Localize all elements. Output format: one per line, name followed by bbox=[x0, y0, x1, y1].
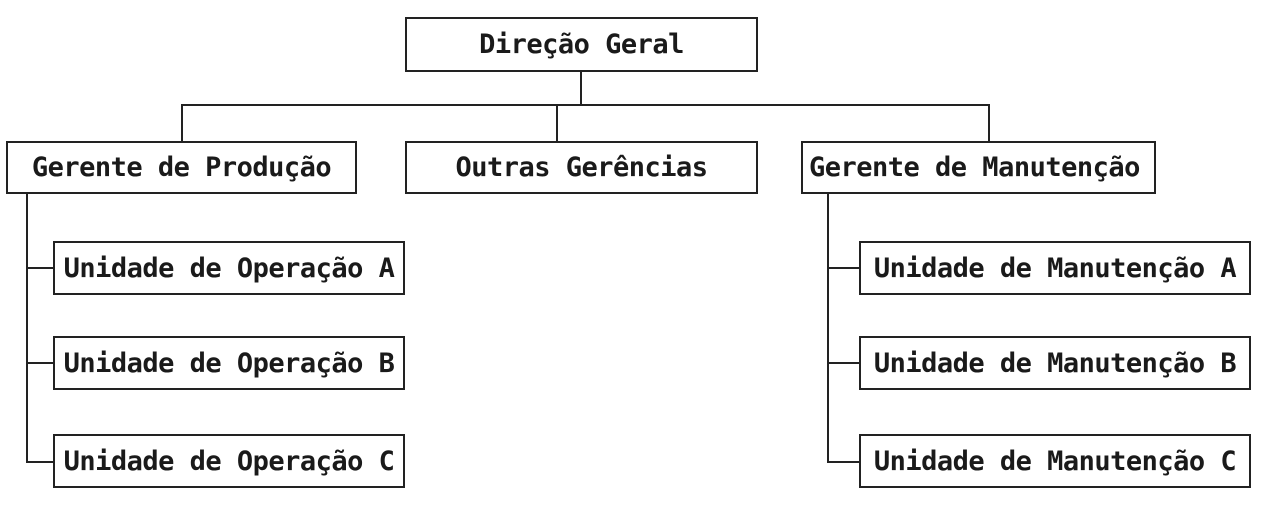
node-unidade-manutencao-c: Unidade de Manutenção C bbox=[859, 434, 1251, 488]
connector-operation-a bbox=[26, 267, 55, 269]
node-unidade-operacao-a: Unidade de Operação A bbox=[53, 241, 405, 295]
connector-root-down bbox=[580, 71, 582, 106]
connector-maintenance-a bbox=[827, 267, 861, 269]
node-gerente-manutencao: Gerente de Manutenção bbox=[801, 141, 1156, 194]
connector-production-spine bbox=[26, 193, 28, 463]
connector-manager-2-down bbox=[556, 104, 558, 142]
connector-operation-b bbox=[26, 362, 55, 364]
node-unidade-operacao-c: Unidade de Operação C bbox=[53, 434, 405, 488]
node-unidade-manutencao-b: Unidade de Manutenção B bbox=[859, 336, 1251, 390]
connector-manager-1-down bbox=[181, 104, 183, 142]
node-unidade-manutencao-a: Unidade de Manutenção A bbox=[859, 241, 1251, 295]
node-gerente-producao: Gerente de Produção bbox=[6, 141, 357, 194]
connector-maintenance-b bbox=[827, 362, 861, 364]
connector-operation-c bbox=[26, 461, 55, 463]
node-direcao-geral: Direção Geral bbox=[405, 17, 758, 72]
connector-maintenance-spine bbox=[827, 193, 829, 463]
connector-horizontal-bus bbox=[181, 104, 990, 106]
connector-manager-3-down bbox=[988, 104, 990, 142]
connector-maintenance-c bbox=[827, 461, 861, 463]
node-outras-gerencias: Outras Gerências bbox=[405, 141, 758, 194]
node-unidade-operacao-b: Unidade de Operação B bbox=[53, 336, 405, 390]
